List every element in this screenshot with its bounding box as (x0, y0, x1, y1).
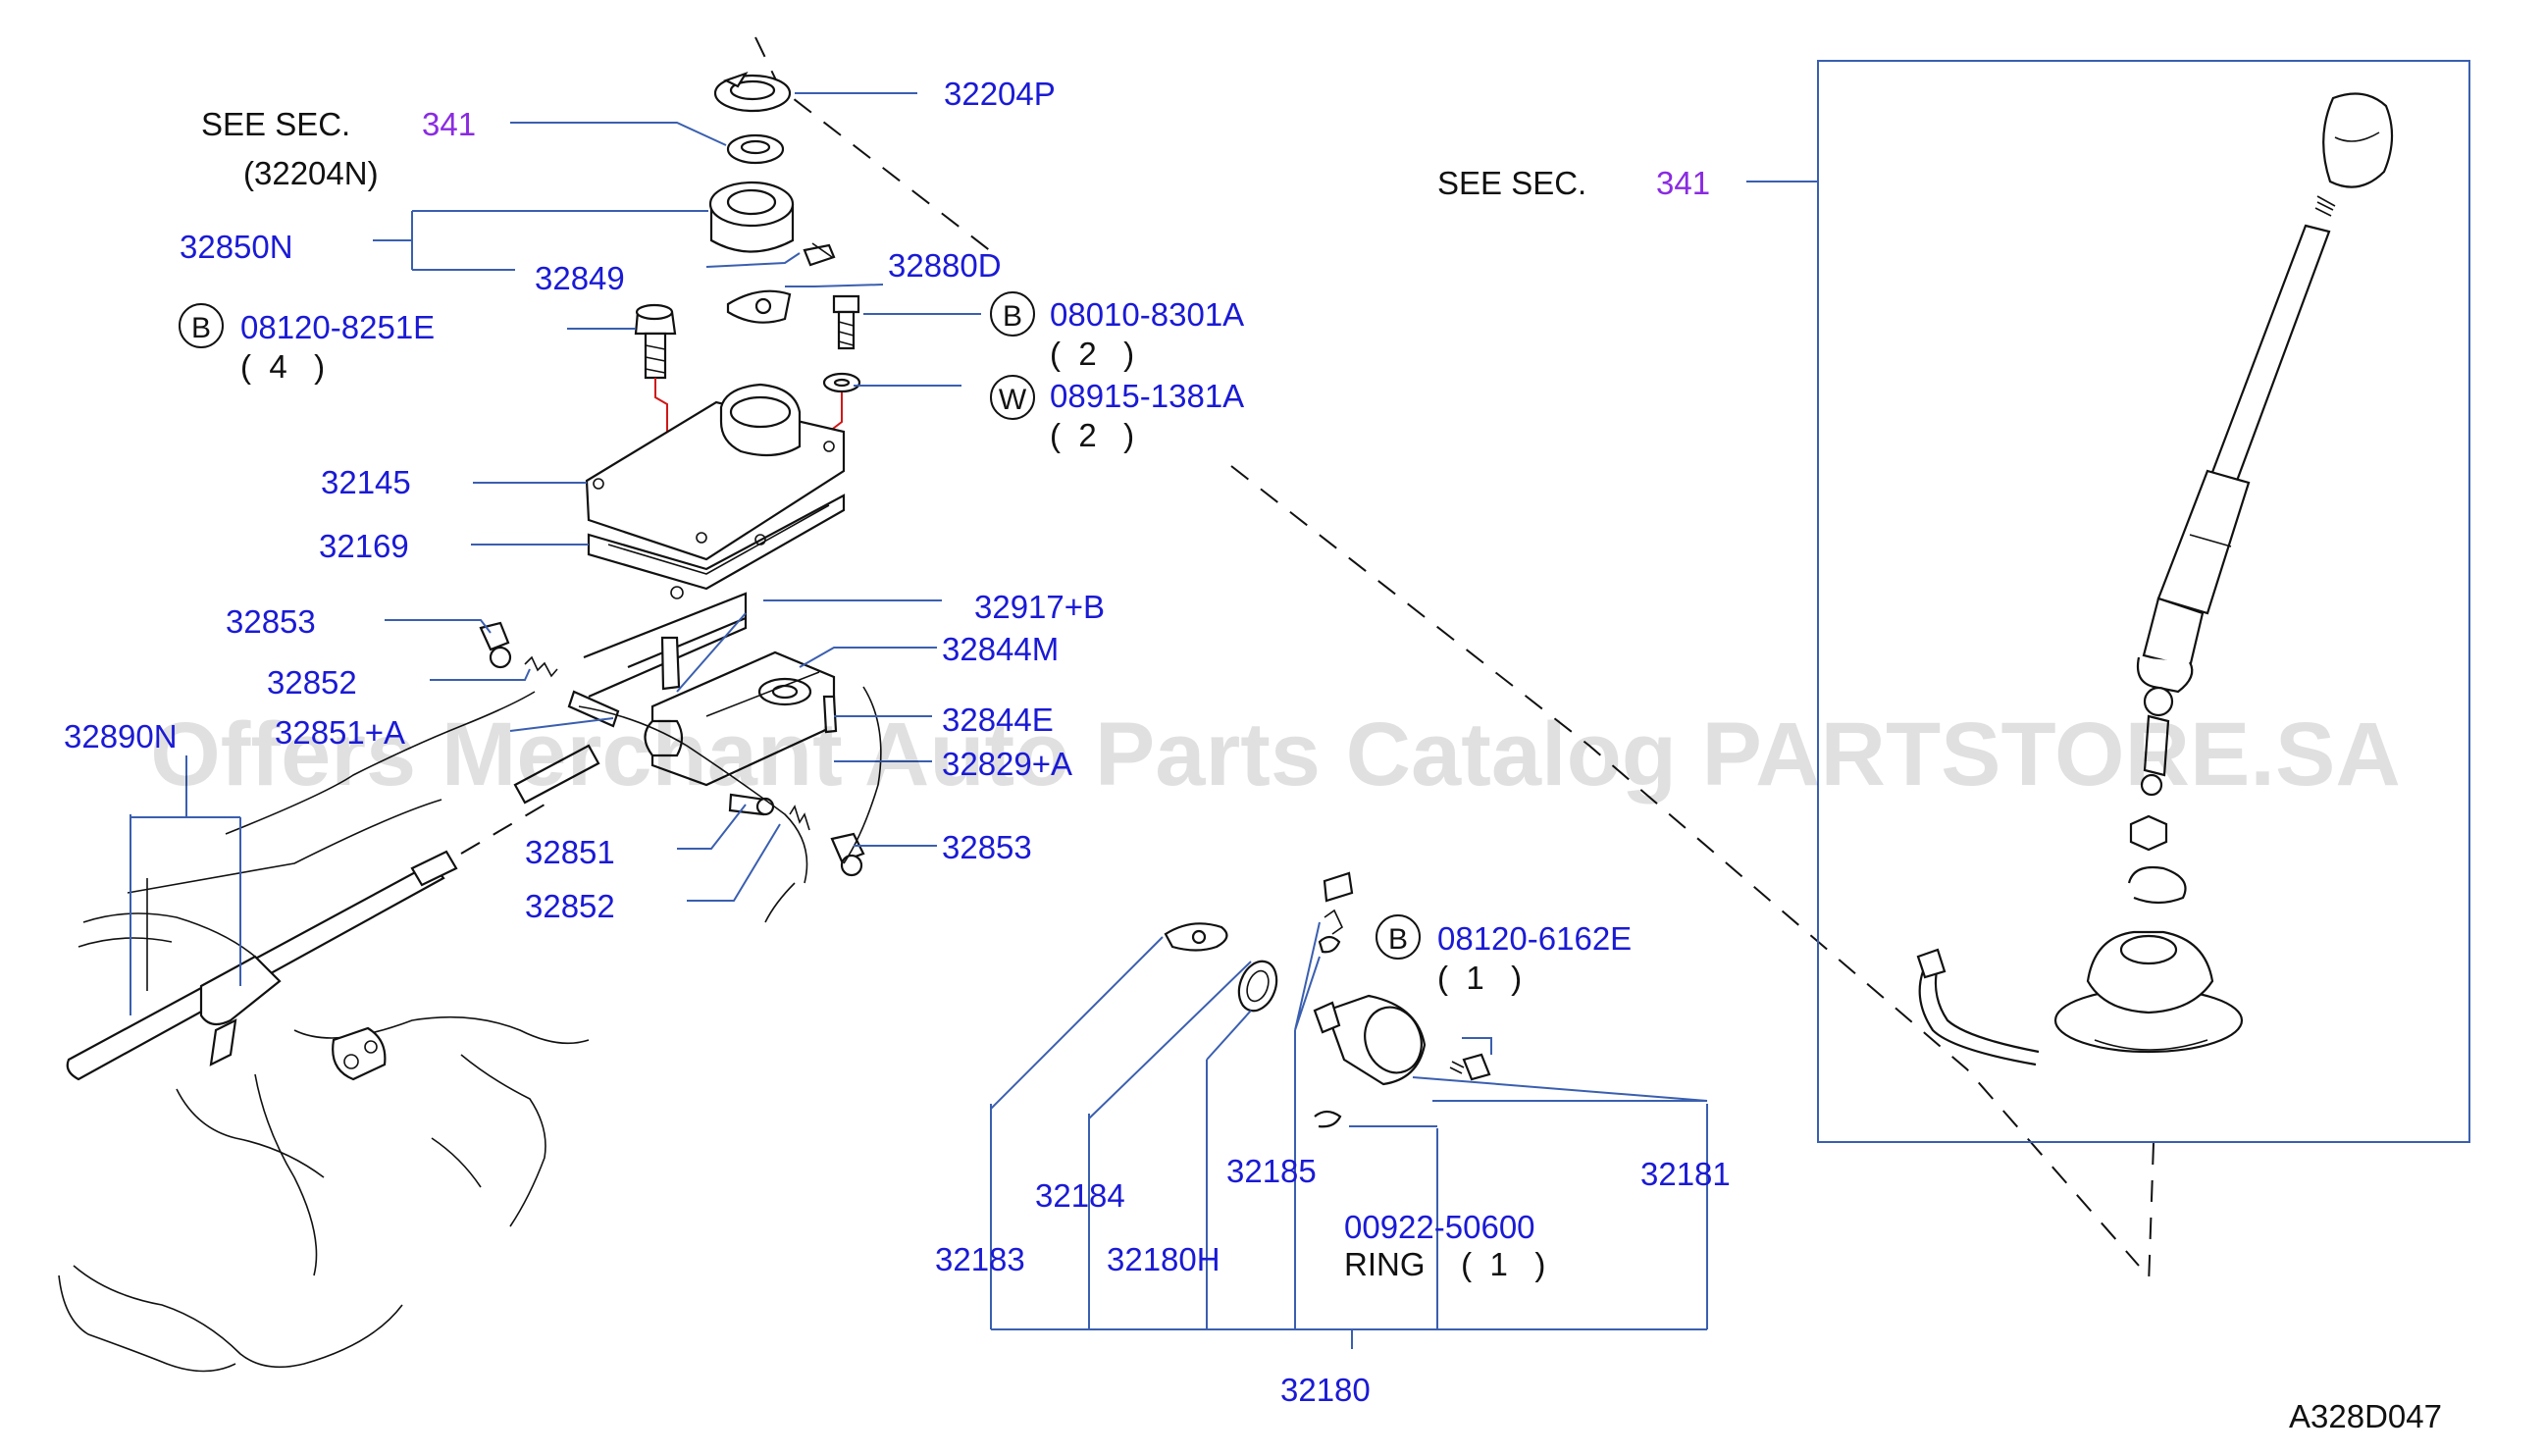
part-08010-8301A-qty: ( 2 ) (1050, 336, 1134, 372)
part-32890N[interactable]: 32890N (64, 718, 178, 754)
part-08120-6162E-qty: ( 1 ) (1437, 960, 1522, 996)
part-32204P[interactable]: 32204P (944, 76, 1056, 112)
part-32917B[interactable]: 32917+B (974, 589, 1105, 625)
see-sec-top-sub: (32204N) (243, 155, 379, 191)
upper-parts-illustration (585, 71, 861, 599)
part-00922-50600[interactable]: 00922-50600 (1344, 1209, 1535, 1245)
part-32880D[interactable]: 32880D (888, 247, 1002, 284)
part-32853-lower[interactable]: 32853 (942, 829, 1032, 865)
part-32851-lower[interactable]: 32851 (525, 834, 615, 870)
part-32180H[interactable]: 32180H (1107, 1241, 1220, 1277)
part-32180[interactable]: 32180 (1280, 1372, 1371, 1408)
bolt-callout-b-3: B (1388, 923, 1408, 956)
part-32851A[interactable]: 32851+A (275, 714, 405, 751)
part-32829A[interactable]: 32829+A (942, 746, 1072, 782)
bolt-callout-b-1: B (191, 312, 211, 344)
part-32852-lower[interactable]: 32852 (525, 888, 615, 924)
see-sec-top-link[interactable]: 341 (422, 106, 476, 142)
part-32852-upper[interactable]: 32852 (267, 664, 357, 701)
part-32844M[interactable]: 32844M (942, 631, 1059, 667)
watermark: Offers Merchant Auto Parts Catalog PARTS… (150, 704, 2401, 805)
diagram-id: A328D047 (2289, 1398, 2442, 1434)
part-32169[interactable]: 32169 (319, 528, 409, 564)
part-32850N[interactable]: 32850N (180, 229, 293, 265)
shift-lever-box (1817, 60, 2470, 1143)
callout-markers: B B W B (179, 291, 1421, 960)
bolt-callout-b-2: B (1003, 300, 1022, 333)
part-32145[interactable]: 32145 (321, 464, 411, 500)
part-32181[interactable]: 32181 (1640, 1156, 1731, 1192)
part-08915-1381A-qty: ( 2 ) (1050, 417, 1134, 453)
part-08120-8251E[interactable]: 08120-8251E (240, 309, 435, 345)
part-32183[interactable]: 32183 (935, 1241, 1025, 1277)
part-08120-8251E-qty: ( 4 ) (240, 348, 325, 385)
part-32184[interactable]: 32184 (1035, 1177, 1125, 1214)
part-08915-1381A[interactable]: 08915-1381A (1050, 378, 1244, 414)
part-32853-upper[interactable]: 32853 (226, 603, 316, 640)
position-switch-illustration (1164, 871, 1491, 1128)
see-sec-right-label: SEE SEC. (1437, 165, 1586, 201)
part-32844E[interactable]: 32844E (942, 702, 1054, 738)
washer-callout-w: W (999, 384, 1027, 416)
part-32185[interactable]: 32185 (1226, 1153, 1317, 1189)
part-08120-6162E[interactable]: 08120-6162E (1437, 920, 1632, 957)
see-sec-top-label: SEE SEC. (201, 106, 350, 142)
ring-qty-label: RING ( 1 ) (1344, 1246, 1545, 1282)
leader-lines (130, 92, 1818, 1349)
see-sec-right-link[interactable]: 341 (1656, 165, 1710, 201)
part-labels: SEE SEC. 341 (32204N) 32204P 32850N 3284… (64, 76, 2442, 1434)
part-32849[interactable]: 32849 (535, 260, 625, 296)
part-08010-8301A[interactable]: 08010-8301A (1050, 296, 1244, 333)
